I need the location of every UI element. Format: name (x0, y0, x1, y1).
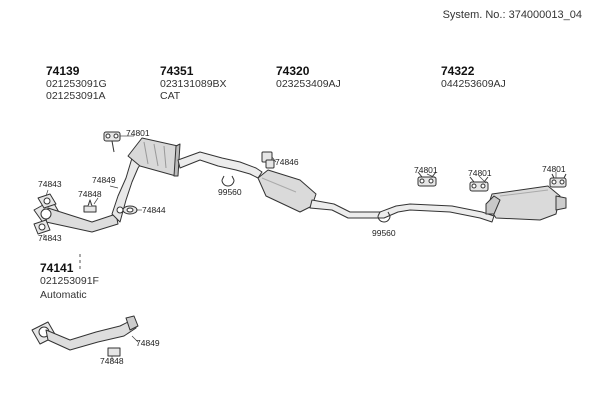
tail-pipe (309, 199, 495, 223)
oem-number: 023253409AJ (276, 78, 341, 90)
callout-74801: 74801 (414, 165, 438, 175)
callout-74844: 74844 (142, 205, 166, 215)
mount-74848 (83, 199, 97, 213)
part-group-74141: 74141 021253091F Automatic (40, 261, 99, 301)
callout-74848: 74848 (100, 356, 124, 366)
part-number: 74351 (160, 64, 194, 78)
oem-number: 023131089BX (160, 78, 227, 90)
callout-74801: 74801 (542, 164, 566, 174)
part-note: Automatic (40, 289, 87, 301)
clamp-99560 (221, 175, 235, 187)
rubber-mount-74801 (103, 131, 121, 153)
part-group-74322: 74322 044253609AJ (441, 64, 506, 90)
part-number: 74139 (46, 64, 80, 78)
bracket-74846 (261, 151, 275, 169)
callout-74801: 74801 (126, 128, 150, 138)
callout-74801: 74801 (468, 168, 492, 178)
oem-number: 044253609AJ (441, 78, 506, 90)
system-number: System. No.: 374000013_04 (442, 9, 582, 21)
intermediate-pipe (177, 151, 263, 179)
part-number: 74320 (276, 64, 310, 78)
part-number: 74141 (40, 261, 74, 275)
callout-99560: 99560 (372, 228, 396, 238)
rear-silencer-74322 (485, 185, 567, 221)
callout-74849: 74849 (136, 338, 160, 348)
part-group-74139: 74139 021253091G 021253091A (46, 64, 107, 102)
oem-number: 021253091F (40, 275, 99, 287)
gasket-74843 (33, 219, 51, 235)
callout-74848: 74848 (78, 189, 102, 199)
callout-74846: 74846 (275, 157, 299, 167)
oem-number: 021253091A (46, 90, 106, 102)
part-note: CAT (160, 90, 181, 102)
front-pipe-74141 (31, 315, 139, 357)
middle-silencer-74320 (257, 169, 317, 213)
oem-number: 021253091G (46, 78, 107, 90)
rubber-mount-74801 (469, 176, 489, 192)
rubber-mount-74801 (417, 171, 437, 187)
callout-74849: 74849 (92, 175, 116, 185)
callout-99560: 99560 (218, 187, 242, 197)
part-number: 74322 (441, 64, 475, 78)
callout-74843: 74843 (38, 233, 62, 243)
clamp-99560 (377, 211, 391, 223)
rubber-mount-74801 (549, 173, 567, 188)
callout-74843: 74843 (38, 179, 62, 189)
catalytic-converter-74351 (127, 137, 181, 177)
part-group-74320: 74320 023253409AJ (276, 64, 341, 90)
part-group-74351: 74351 023131089BX CAT (160, 64, 227, 102)
gasket-74844 (122, 205, 138, 215)
